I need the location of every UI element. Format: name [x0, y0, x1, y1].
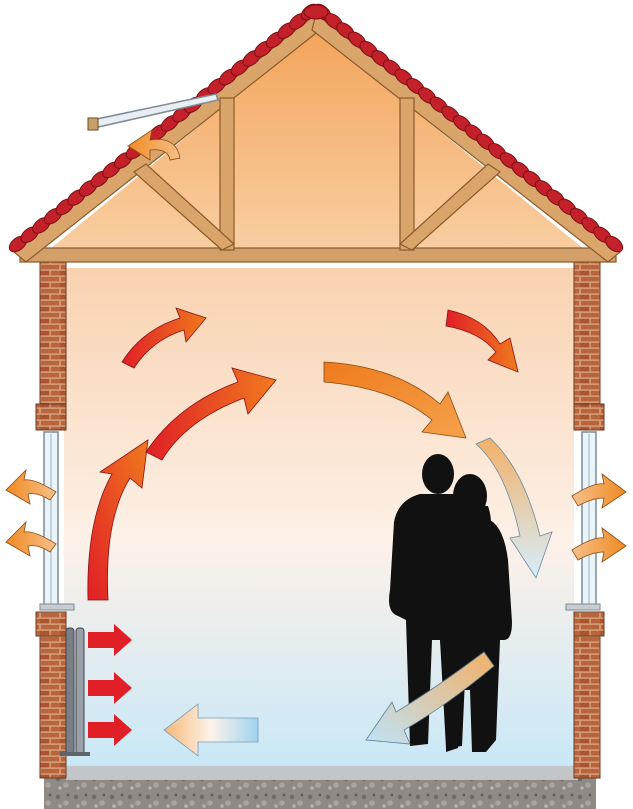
wall-heat-loss-arrow	[5, 520, 57, 557]
heat-arrows	[5, 129, 627, 757]
wall-heat-loss-arrow	[571, 473, 627, 509]
roof-tile	[604, 235, 624, 253]
radiator-heat-arrow	[88, 624, 132, 656]
right-window-sill	[565, 603, 601, 611]
floor-return-arrow	[163, 703, 259, 757]
rising-heat-arrow	[121, 307, 207, 369]
falling-heat-arrow	[323, 361, 467, 439]
falling-cool-arrow	[365, 651, 495, 745]
right-wall	[565, 261, 605, 779]
foundation-slab	[44, 778, 596, 809]
radiator-heat-arrow	[88, 714, 132, 746]
floor-screed	[66, 764, 578, 780]
roof-vent-heat-loss-arrow	[127, 129, 181, 161]
radiator	[60, 627, 90, 756]
rising-heat-arrow	[87, 439, 149, 601]
radiator-heat-arrow	[88, 672, 132, 704]
wall-heat-loss-arrow	[571, 527, 627, 563]
attic-space	[44, 30, 590, 254]
rising-heat-arrow	[145, 367, 277, 461]
wall-heat-loss-arrow	[5, 468, 57, 505]
falling-cool-arrow	[475, 437, 553, 579]
roof-truss	[13, 12, 621, 263]
left-window-sill	[39, 603, 75, 611]
roof-vent-window	[87, 93, 219, 131]
roof-ridge-tile	[303, 4, 329, 20]
falling-heat-arrow	[445, 309, 519, 373]
roof-tiles	[8, 3, 624, 253]
left-wall	[35, 261, 75, 779]
